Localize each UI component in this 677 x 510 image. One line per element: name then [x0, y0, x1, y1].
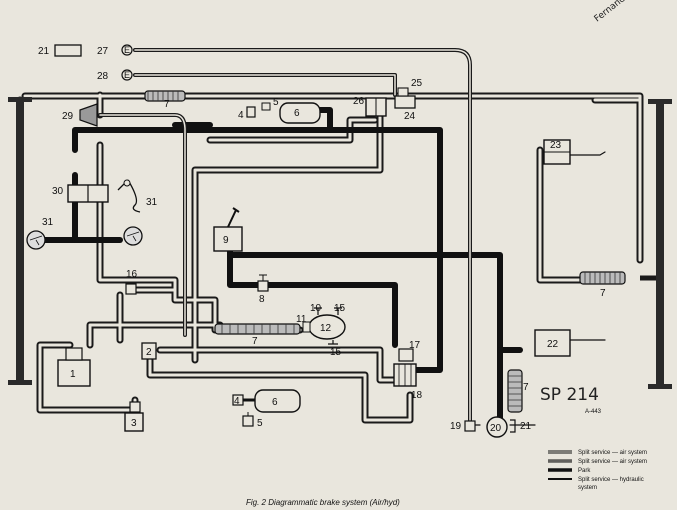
- label-19: 21: [520, 421, 532, 432]
- label-3: 3: [131, 418, 137, 429]
- legend-item-park: Park: [578, 468, 591, 474]
- component-labels: 21 27 28 7 25 26 24 6 4 5 29 23 30 31 31…: [38, 46, 606, 434]
- valve-5-top: [261, 102, 271, 111]
- label-10: 10: [310, 303, 322, 314]
- hose-7-right: [579, 271, 626, 285]
- label-14: 15: [334, 303, 346, 314]
- label-23: 25: [411, 78, 423, 89]
- label-9: 9: [223, 235, 229, 246]
- hose-7-middle: [214, 323, 301, 335]
- label-27: 21: [38, 46, 50, 57]
- valve-23: [397, 87, 409, 97]
- svg-text:E: E: [124, 45, 130, 55]
- svg-text:E: E: [124, 70, 130, 80]
- label-4-top: 4: [238, 110, 244, 121]
- label-6-bottom: 6: [272, 397, 278, 408]
- label-13: 15: [330, 347, 342, 358]
- label-31-left: 31: [42, 217, 54, 228]
- left-axle-cap-bottom: [8, 380, 32, 385]
- label-5-bottom: 5: [257, 418, 263, 429]
- park-pipes: [42, 107, 523, 423]
- label-7-middle: 7: [252, 336, 258, 347]
- label-29: 30: [52, 186, 64, 197]
- component-20-tank: [534, 329, 571, 357]
- label-21: 23: [550, 140, 562, 151]
- label-7-right: 7: [600, 288, 606, 299]
- legend-item-hydraulic-2: system: [578, 485, 597, 491]
- fitting-10: [314, 307, 322, 315]
- fitting-19: [510, 419, 516, 433]
- components: E E: [26, 44, 571, 438]
- left-axle-bar: [16, 100, 24, 385]
- label-22: 24: [404, 111, 416, 122]
- label-30: 31: [146, 197, 158, 208]
- valve-8: [257, 280, 269, 292]
- right-axle-cap-bottom: [648, 384, 672, 389]
- axle-bars: [8, 97, 672, 389]
- component-3: [124, 412, 144, 432]
- handwritten-note-top-right: Fernando Funsuleo: [593, 0, 666, 24]
- flexible-hoses: [144, 90, 626, 413]
- label-5-top: 5: [273, 97, 279, 108]
- label-18: 20: [490, 423, 502, 434]
- label-20: 22: [547, 339, 559, 350]
- label-15-right: 17: [409, 340, 421, 351]
- pipe-lines: [16, 48, 644, 426]
- figure-ref-code: A-443: [585, 409, 602, 415]
- fitting-11: [302, 321, 311, 333]
- component-27-box: [54, 44, 82, 57]
- label-6-top: 6: [294, 108, 300, 119]
- reservoir-6-top: [279, 102, 321, 124]
- fitting-17: [464, 420, 476, 432]
- fitting-13: [328, 340, 338, 345]
- label-25: 27: [97, 46, 109, 57]
- coupling-26: [121, 69, 133, 81]
- right-axle-cap-top: [648, 99, 672, 104]
- label-7-lower: 7: [523, 382, 529, 393]
- label-2: 2: [146, 347, 152, 358]
- label-11: 11: [296, 314, 307, 325]
- thin-air-pipes: [98, 48, 472, 422]
- label-16: 18: [411, 390, 423, 401]
- drain-valve-4-bottom: [232, 394, 244, 406]
- label-28: 29: [62, 111, 74, 122]
- hose-7-lower: [507, 369, 523, 413]
- fitting-15-left: [125, 283, 137, 295]
- component-28-cone: [79, 103, 98, 127]
- label-4-bottom: 4: [234, 396, 240, 407]
- drain-valve-4-top: [246, 106, 256, 118]
- label-17: 19: [450, 421, 462, 432]
- legend-item-hydraulic: Split service — hydraulic: [578, 477, 644, 483]
- valve-2: [141, 342, 157, 360]
- left-axle-cap-top: [8, 97, 32, 102]
- label-7-top: 7: [164, 99, 170, 110]
- label-24: 26: [353, 96, 365, 107]
- label-26: 28: [97, 71, 109, 82]
- handwritten-sp-code: SP 214: [540, 385, 599, 405]
- coupling-25: [121, 44, 133, 56]
- valve-5-bottom: [242, 415, 254, 427]
- label-15-left: 16: [126, 269, 138, 280]
- legend: Split service — air system Split service…: [548, 450, 647, 491]
- figure-caption: Fig. 2 Diagrammatic brake system (Air/hy…: [246, 498, 400, 507]
- hose-7-top: [144, 90, 186, 102]
- label-8: 8: [259, 294, 265, 305]
- right-axle-bar: [656, 102, 664, 387]
- master-cylinder-18: [486, 416, 508, 438]
- fitting-14: [334, 307, 342, 315]
- label-1: 1: [70, 369, 76, 380]
- label-12: 12: [320, 323, 332, 334]
- legend-item-air-2: Split service — air system: [578, 459, 647, 465]
- legend-item-air-1: Split service — air system: [578, 450, 647, 456]
- fitting-15-right: [398, 348, 414, 362]
- valve-22: [394, 95, 416, 109]
